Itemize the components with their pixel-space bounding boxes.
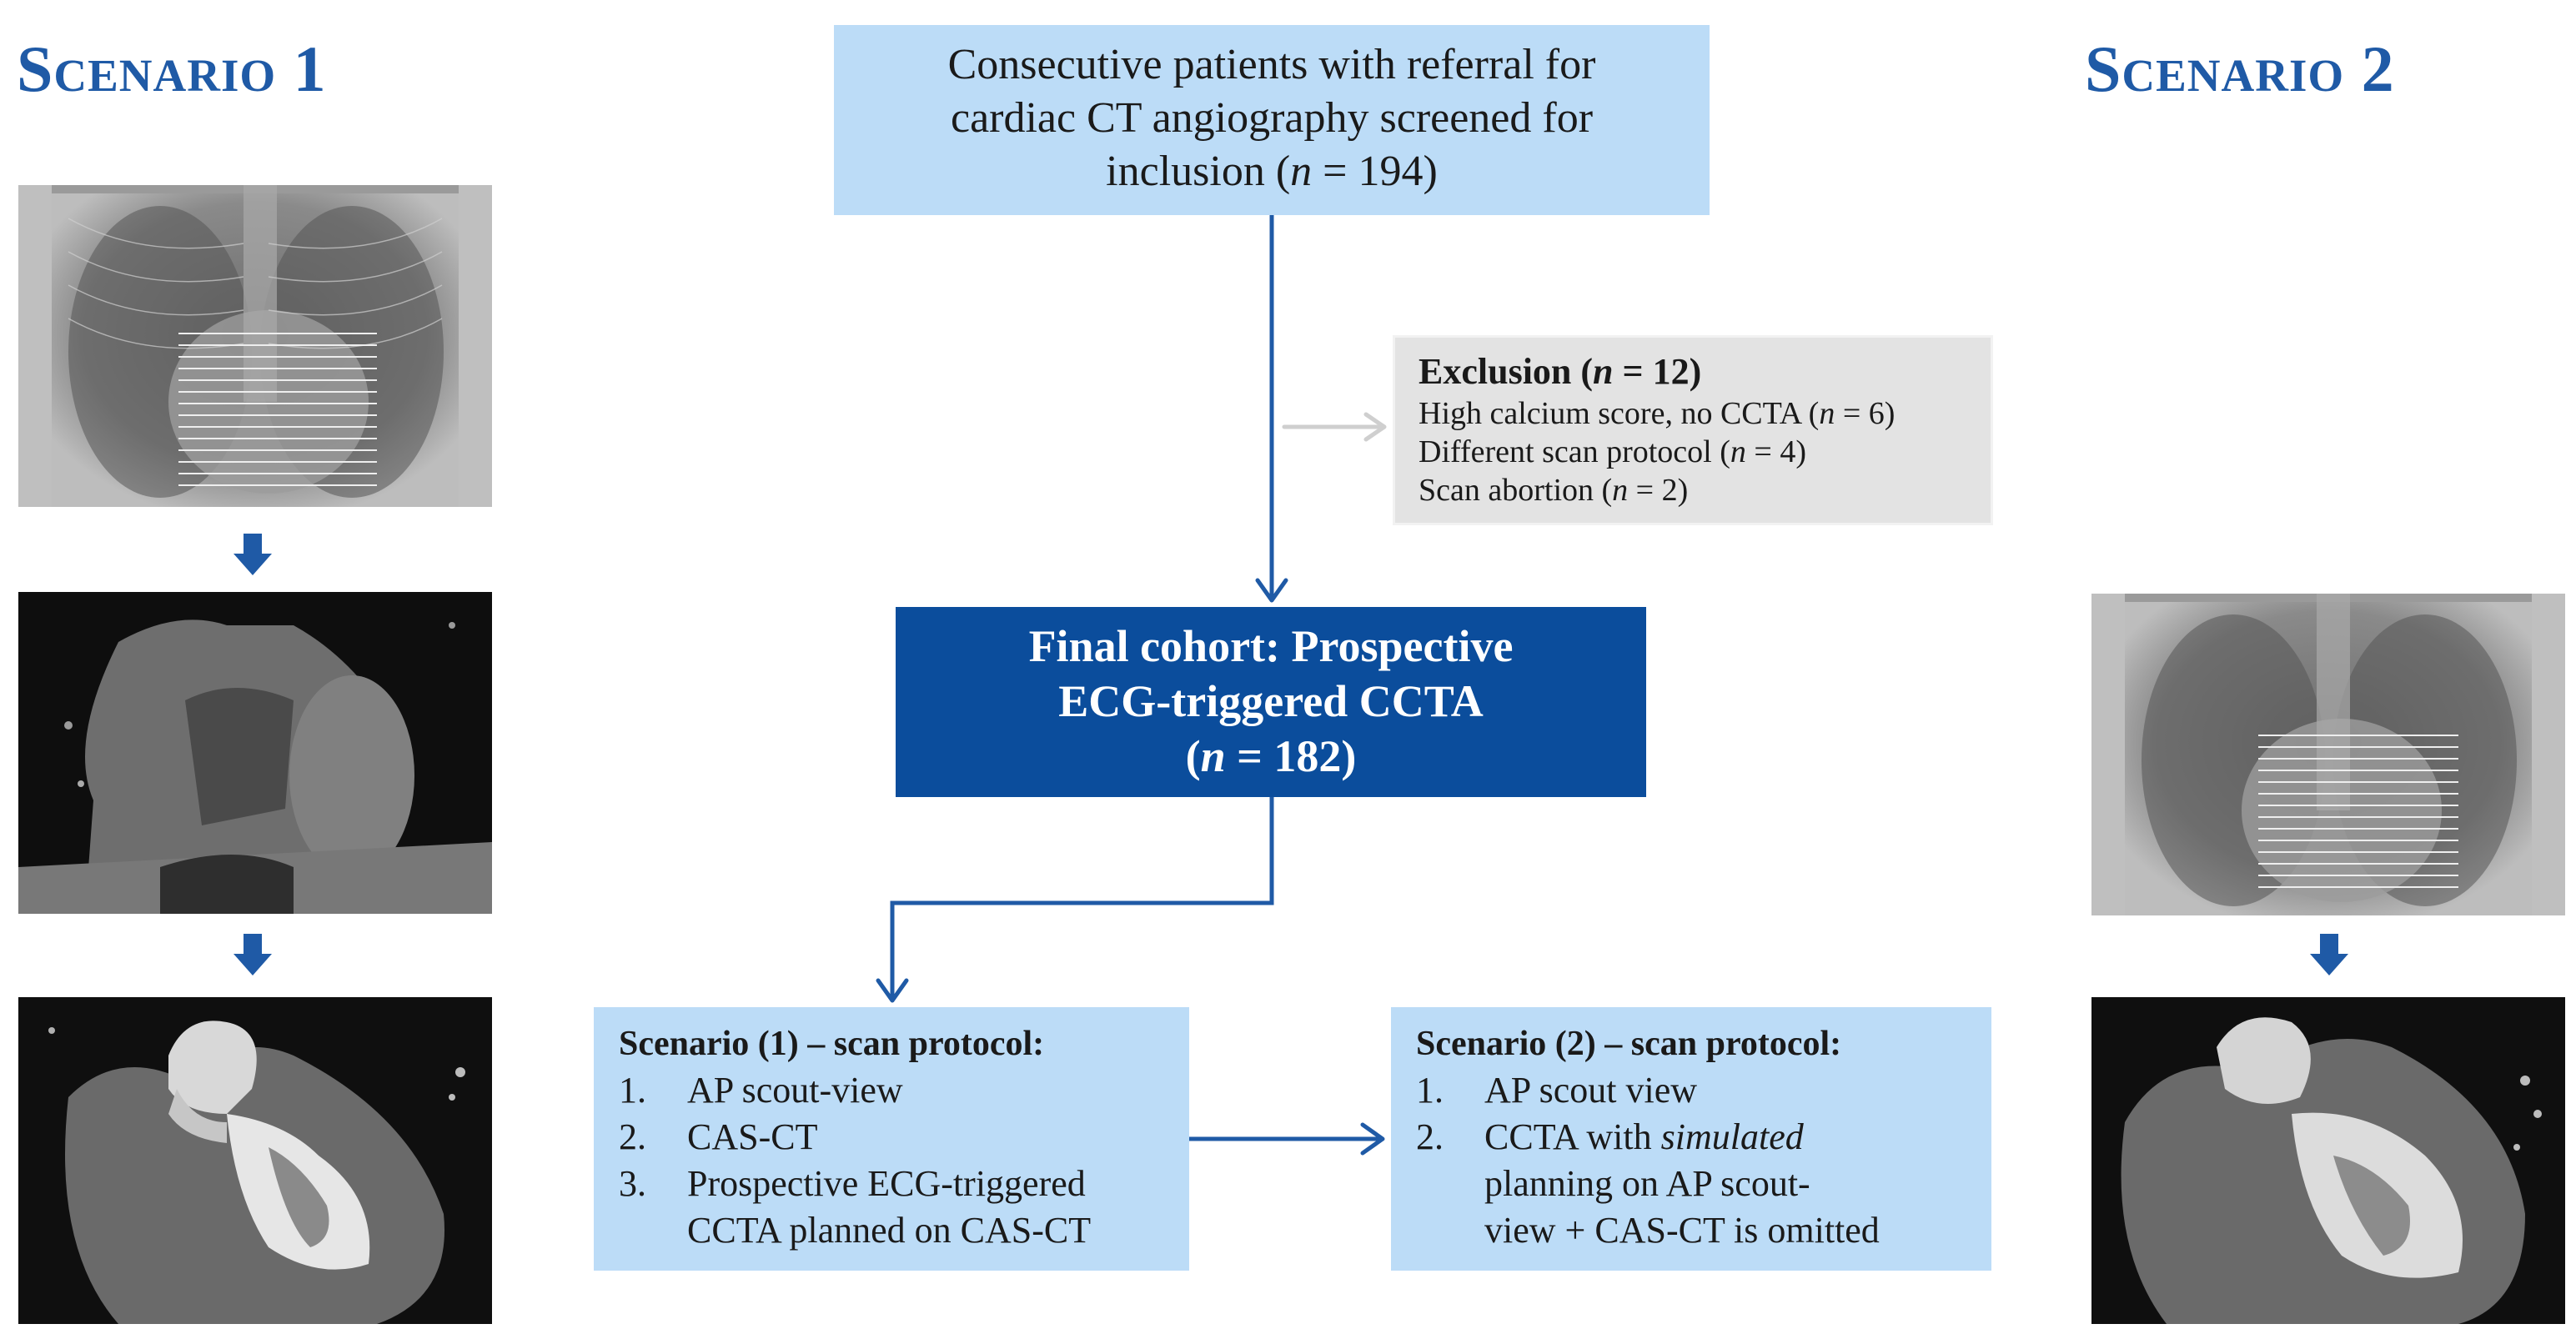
scout-view-image-right — [2091, 594, 2565, 915]
left-image-arrow-1-icon — [233, 534, 272, 575]
final-cohort-line-1: Final cohort: Prospective — [1028, 621, 1514, 671]
exclusion-title: Exclusion (n = 12) — [1419, 351, 1702, 392]
screened-line-3: inclusion (n = 194) — [1106, 148, 1438, 195]
ccta-image-right — [2091, 997, 2565, 1324]
exclusion-item-protocol: Different scan protocol (n = 4) — [1419, 434, 1806, 469]
arrowhead-final-icon — [1255, 578, 1288, 603]
exclusion-item-abortion: Scan abortion (n = 2) — [1419, 473, 1689, 508]
arrowhead-scenario-1-icon — [876, 978, 909, 1003]
final-cohort-line-2: ECG-triggered CCTA — [1058, 676, 1484, 726]
right-image-arrow-icon — [2310, 934, 2348, 975]
screened-line-2: cardiac CT angiography screened for — [950, 94, 1594, 142]
final-cohort-box: Final cohort: Prospective ECG-triggered … — [896, 607, 1646, 797]
scenario-1-title: Scenario 1 — [17, 33, 327, 105]
scenario-1-protocol-heading: Scenario (1) – scan protocol: — [619, 1025, 1045, 1063]
ccta-image-left — [18, 997, 492, 1324]
arrowhead-scenario-2-icon — [1360, 1122, 1385, 1156]
exclusion-box: Exclusion (n = 12) High calcium score, n… — [1393, 335, 1993, 525]
arrowhead-exclusion-icon — [1363, 412, 1387, 442]
scenario-2-title: Scenario 2 — [2085, 33, 2395, 105]
scenario-1-step-1: 1.AP scout-view — [619, 1070, 903, 1111]
connector-final-to-scenario-1 — [890, 797, 1274, 999]
screened-patients-box: Consecutive patients with referral for c… — [834, 25, 1710, 215]
screened-line-1: Consecutive patients with referral for — [947, 41, 1596, 88]
scenario-1-steps: 1.AP scout-view 2.CAS-CT 3.Prospective E… — [619, 1067, 1164, 1254]
scenario-2-protocol-box: Scenario (2) – scan protocol: 1.AP scout… — [1391, 1007, 1991, 1271]
left-image-arrow-2-icon — [233, 934, 272, 975]
cas-ct-image — [18, 592, 492, 914]
scenario-1-step-2: 2.CAS-CT — [619, 1116, 818, 1157]
scenario-2-step-1: 1.AP scout view — [1416, 1070, 1698, 1111]
scenario-2-protocol-heading: Scenario (2) – scan protocol: — [1416, 1025, 1842, 1063]
scout-view-image-left — [18, 185, 492, 507]
exclusion-item-calcium: High calcium score, no CCTA (n = 6) — [1419, 396, 1896, 431]
final-cohort-line-3: (n = 182) — [1185, 731, 1357, 781]
scenario-1-protocol-box: Scenario (1) – scan protocol: 1.AP scout… — [594, 1007, 1189, 1271]
